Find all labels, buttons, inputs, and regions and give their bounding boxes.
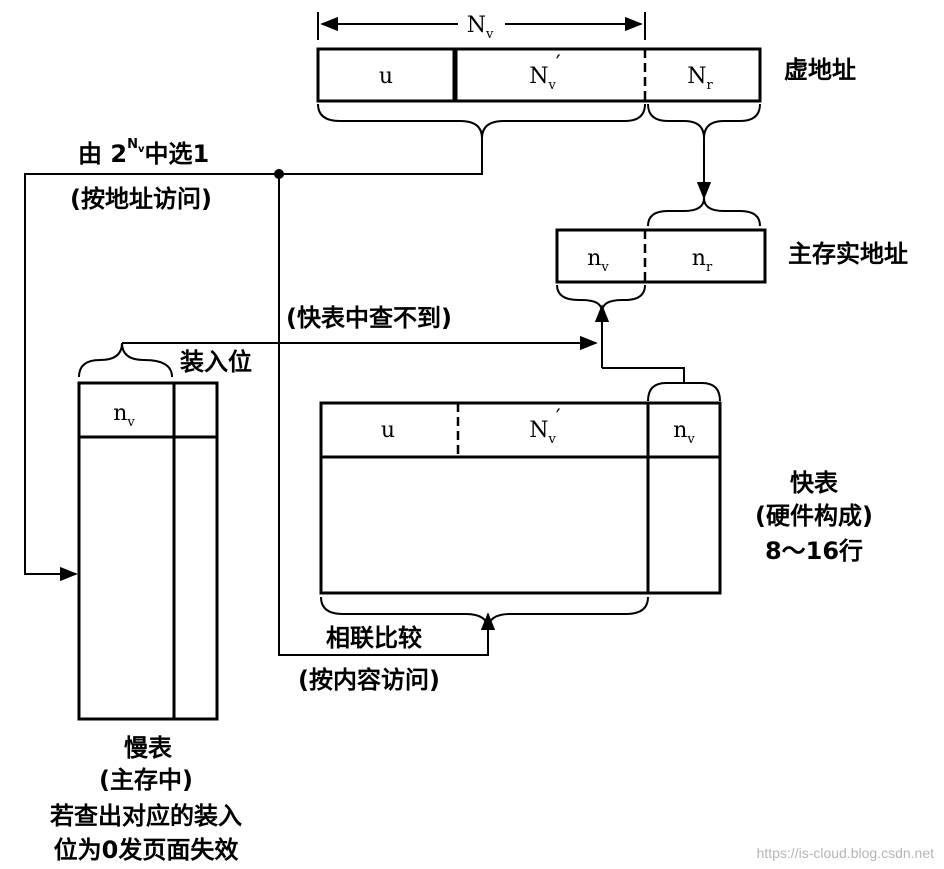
slow-table-name: 慢表 xyxy=(124,734,173,762)
select-line xyxy=(279,138,483,175)
fast-table-rows: 8～16行 xyxy=(765,537,863,565)
brace-physical-nr xyxy=(647,197,761,227)
physical-address-register: nv nr xyxy=(555,228,767,284)
slow-table-location: (主存中) xyxy=(99,766,193,794)
load-bit-label: 装入位 xyxy=(180,348,252,376)
select-text: 由 2Nv中选1 xyxy=(78,137,209,168)
by-address-text: (按地址访问) xyxy=(70,185,212,213)
va-field-nv-prime: Nv′ xyxy=(529,52,561,93)
not-found-text: (快表中查不到) xyxy=(286,304,452,332)
slow-table-header-nv: nv xyxy=(113,401,135,430)
slow-table: nv xyxy=(77,381,219,721)
fast-table: u Nv′ nv xyxy=(319,401,722,595)
fast-table-name: 快表 xyxy=(790,469,839,497)
brace-fast-key xyxy=(320,596,649,631)
fast-table-header-nv-prime: Nv′ xyxy=(529,406,561,447)
va-field-nr: Nr xyxy=(687,64,713,93)
pa-field-nr: nr xyxy=(692,246,713,275)
associative-compare-label: 相联比较 xyxy=(326,624,422,652)
brace-u-nv xyxy=(317,103,646,139)
physical-address-label: 主存实地址 xyxy=(788,240,908,268)
brace-slow-nv xyxy=(78,342,173,378)
fast-nv-line xyxy=(602,367,685,383)
pa-field-nv: nv xyxy=(587,246,609,275)
fast-table-header-u: u xyxy=(381,418,395,443)
slow-table-note-2: 位为0发页面失效 xyxy=(54,836,239,864)
fast-table-header-nv: nv xyxy=(673,418,695,447)
associative-compare-arrow xyxy=(278,174,496,656)
va-field-u: u xyxy=(379,64,393,89)
nv-width-dimension: Nv xyxy=(317,12,646,42)
by-content-text: (按内容访问) xyxy=(298,666,440,694)
brace-nr xyxy=(647,103,761,139)
nv-width-label: Nv xyxy=(467,13,494,42)
virtual-address-label: 虚地址 xyxy=(784,56,856,84)
virtual-address-register: u Nv′ Nr xyxy=(316,47,762,103)
brace-fast-nv xyxy=(647,382,721,402)
fast-table-composition: (硬件构成) xyxy=(755,502,873,530)
slow-table-note-1: 若查出对应的装入 xyxy=(49,802,242,830)
slow-table-access-arrow xyxy=(24,173,279,582)
watermark: https://is-cloud.blog.csdn.net xyxy=(757,845,935,861)
